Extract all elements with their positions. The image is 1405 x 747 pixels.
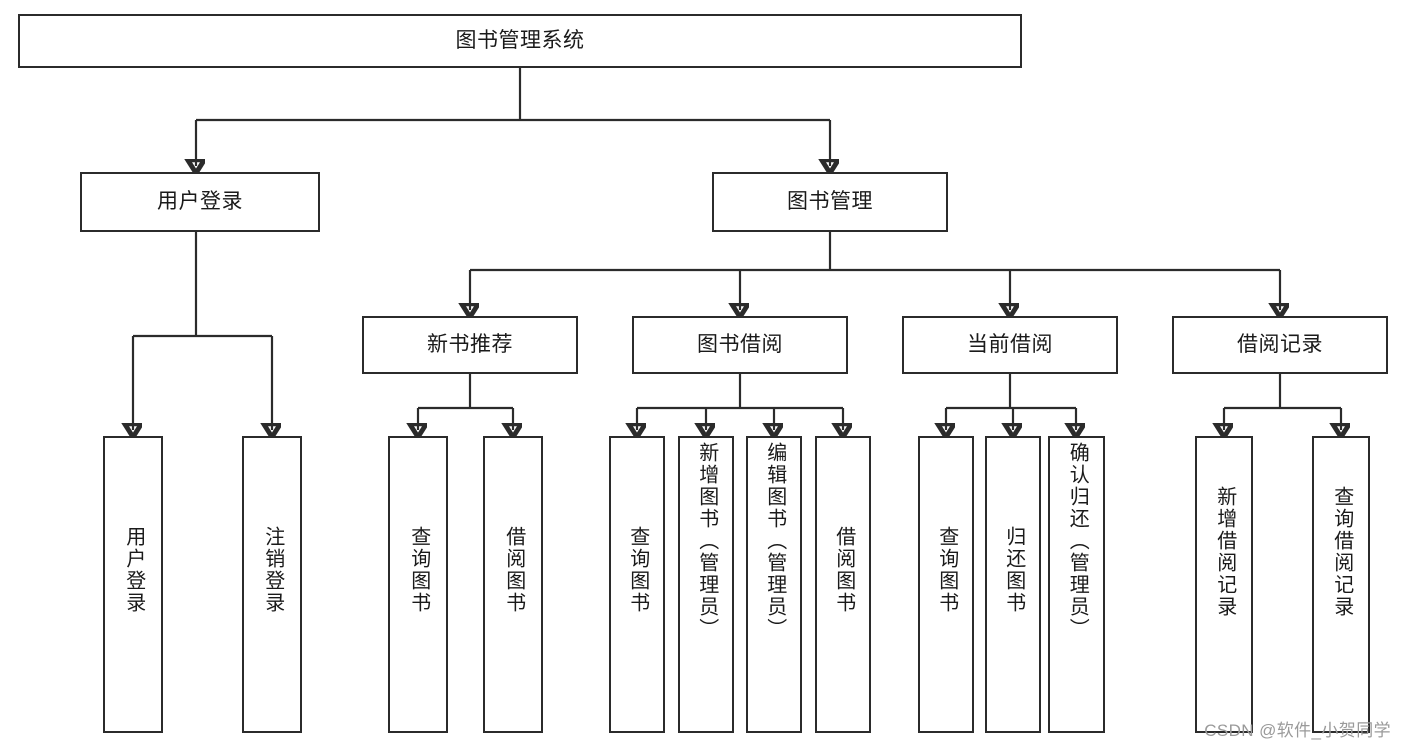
node-label: 借阅图书 [502,526,525,614]
leaf-user-login[interactable]: 用户登录 [103,436,163,733]
leaf-borrow-book-1[interactable]: 借阅图书 [483,436,543,733]
leaf-borrow-book-2[interactable]: 借阅图书 [815,436,871,733]
watermark-text: CSDN @软件_小贺同学 [1204,721,1391,740]
node-root-system[interactable]: 图书管理系统 [18,14,1022,68]
node-label: 归还图书 [1002,526,1025,614]
node-borrow-record[interactable]: 借阅记录 [1172,316,1388,374]
leaf-confirm-return-admin[interactable]: 确认归还（管理员） [1048,436,1105,733]
node-label: 借阅记录 [1237,332,1323,356]
node-label: 图书管理 [787,189,873,213]
node-label: 图书借阅 [697,332,783,356]
leaf-query-book-3[interactable]: 查询图书 [918,436,974,733]
node-label: 新书推荐 [427,332,513,356]
node-label: 用户登录 [157,189,243,213]
node-label: 查询借阅记录 [1330,486,1353,618]
node-label: 查询图书 [935,526,958,614]
node-label: 新增图书（管理员） [695,442,718,640]
node-label: 查询图书 [626,526,649,614]
node-label: 借阅图书 [832,526,855,614]
leaf-user-logout[interactable]: 注销登录 [242,436,302,733]
node-label: 确认归还（管理员） [1066,442,1089,640]
node-book-borrow[interactable]: 图书借阅 [632,316,848,374]
leaf-edit-book-admin[interactable]: 编辑图书（管理员） [746,436,802,733]
leaf-add-book-admin[interactable]: 新增图书（管理员） [678,436,734,733]
leaf-query-borrow-record[interactable]: 查询借阅记录 [1312,436,1370,733]
node-label: 当前借阅 [967,332,1053,356]
node-user-login[interactable]: 用户登录 [80,172,320,232]
leaf-query-book-1[interactable]: 查询图书 [388,436,448,733]
node-label: 注销登录 [261,526,284,614]
node-book-management[interactable]: 图书管理 [712,172,948,232]
leaf-add-borrow-record[interactable]: 新增借阅记录 [1195,436,1253,733]
node-label: 查询图书 [407,526,430,614]
node-label: 新增借阅记录 [1213,486,1236,618]
node-current-borrow[interactable]: 当前借阅 [902,316,1118,374]
node-new-book-recommend[interactable]: 新书推荐 [362,316,578,374]
node-label: 用户登录 [122,526,145,614]
leaf-return-book[interactable]: 归还图书 [985,436,1041,733]
node-label: 图书管理系统 [455,28,585,52]
node-label: 编辑图书（管理员） [763,442,786,640]
leaf-query-book-2[interactable]: 查询图书 [609,436,665,733]
